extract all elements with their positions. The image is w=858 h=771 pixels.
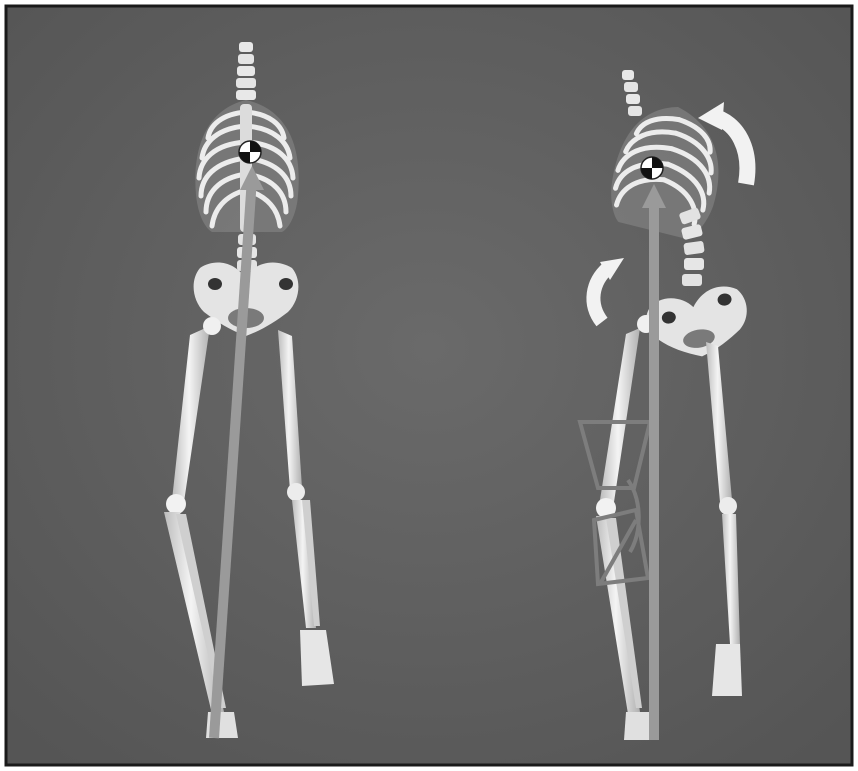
right-knee [719, 497, 737, 515]
left-knee [166, 494, 186, 514]
center-of-mass-icon [641, 157, 663, 179]
right-knee [287, 483, 305, 501]
center-of-mass-icon [239, 141, 261, 163]
